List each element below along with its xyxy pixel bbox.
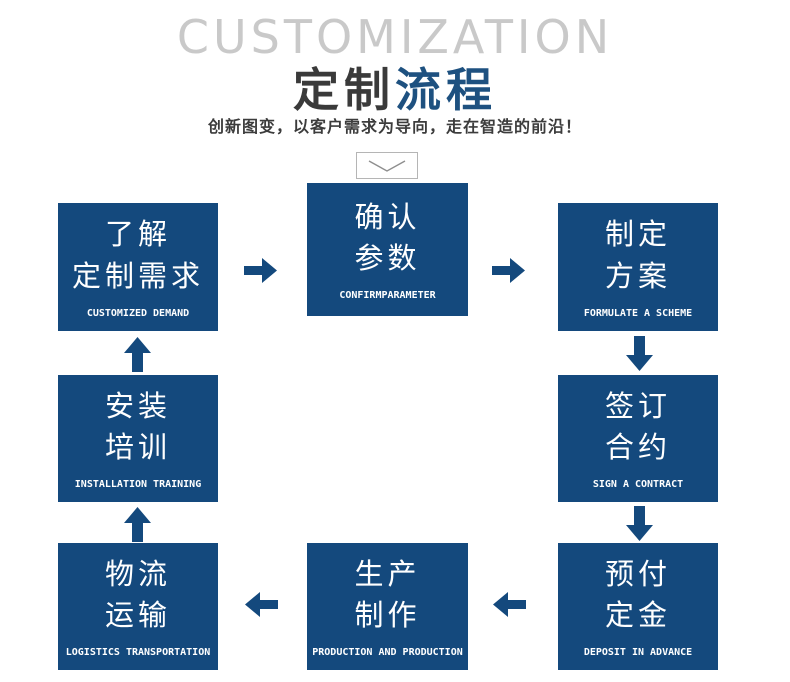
step-zh-line2: 运输: [104, 600, 171, 632]
step-title-en: SIGN A CONTRACT: [592, 479, 684, 491]
step-zh-line2: 定制需求: [71, 260, 204, 293]
step-zh-line2: 合约: [604, 432, 671, 464]
arrow-down-icon: [626, 336, 653, 371]
step-title-en: FORMULATE A SCHEME: [583, 307, 693, 319]
step-title-en: INSTALLATION TRAINING: [74, 479, 202, 491]
flow-step-deposit-in-advance: 预付 定金 DEPOSIT IN ADVANCE: [558, 543, 718, 670]
arrow-right-icon: [492, 258, 525, 283]
step-title-zh: 物流 运输: [105, 555, 171, 637]
arrow-up-icon: [124, 337, 151, 372]
page-title-blue-part: 流程: [395, 64, 497, 116]
flow-step-formulate-scheme: 制定 方案 FORMULATE A SCHEME: [558, 203, 718, 331]
step-title-zh: 安装 培训: [105, 387, 171, 469]
step-zh-line2: 参数: [354, 243, 421, 275]
step-zh-line2: 定金: [604, 600, 671, 632]
step-title-zh: 生产 制作: [354, 555, 420, 637]
background-word: CUSTOMIZATION: [176, 10, 614, 64]
page-subtitle: 创新图变，以客户需求为导向，走在智造的前沿！: [207, 119, 582, 136]
step-title-zh: 签订 合约: [605, 387, 671, 469]
step-title-en: DEPOSIT IN ADVANCE: [583, 647, 693, 659]
step-title-zh: 确认 参数: [354, 198, 420, 280]
step-title-en: CUSTOMIZED DEMAND: [86, 307, 190, 319]
step-zh-line1: 制定: [604, 219, 671, 252]
step-title-en: LOGISTICS TRANSPORTATION: [65, 647, 211, 659]
page-title-dark-part: 定制: [293, 64, 395, 116]
step-zh-line1: 安装: [104, 390, 171, 423]
arrow-up-icon: [124, 507, 151, 542]
chevron-down-icon: [368, 159, 406, 172]
flow-step-installation-training: 安装 培训 INSTALLATION TRAINING: [58, 375, 218, 502]
chevron-down-indicator: [356, 152, 418, 179]
step-title-en: PRODUCTION AND PRODUCTION: [312, 647, 463, 659]
flow-step-sign-contract: 签订 合约 SIGN A CONTRACT: [558, 375, 718, 502]
flow-step-production: 生产 制作 PRODUCTION AND PRODUCTION: [307, 543, 468, 670]
page-title: 定制流程: [0, 54, 790, 120]
step-zh-line2: 培训: [104, 432, 171, 464]
step-title-en: CONFIRMPARAMETER: [339, 290, 436, 302]
step-zh-line1: 物流: [104, 558, 171, 591]
step-zh-line1: 确认: [354, 201, 421, 234]
arrow-left-icon: [245, 592, 278, 617]
step-zh-line1: 预付: [604, 558, 671, 591]
step-zh-line2: 制作: [354, 600, 421, 632]
flow-step-confirm-parameter: 确认 参数 CONFIRMPARAMETER: [307, 183, 468, 316]
step-zh-line1: 了解: [104, 219, 171, 252]
arrow-left-icon: [493, 592, 526, 617]
step-zh-line1: 签订: [604, 390, 671, 423]
step-title-zh: 制定 方案: [605, 215, 671, 297]
flow-step-customized-demand: 了解 定制需求 CUSTOMIZED DEMAND: [58, 203, 218, 331]
arrow-down-icon: [626, 506, 653, 541]
step-zh-line1: 生产: [354, 558, 421, 591]
arrow-right-icon: [244, 258, 277, 283]
step-zh-line2: 方案: [604, 260, 671, 293]
step-title-zh: 预付 定金: [605, 555, 671, 637]
flow-step-logistics-transportation: 物流 运输 LOGISTICS TRANSPORTATION: [58, 543, 218, 670]
step-title-zh: 了解 定制需求: [72, 215, 204, 297]
